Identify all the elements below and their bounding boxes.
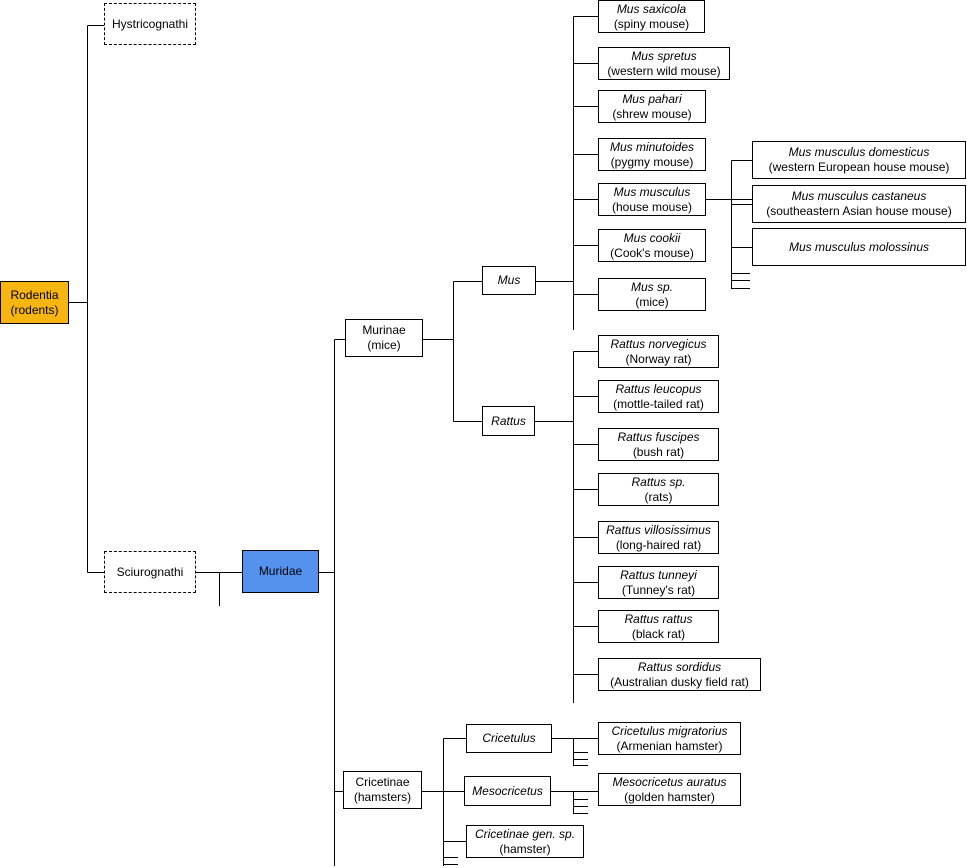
node-mus-cookii[interactable]: Mus cookii (Cook's mouse)	[598, 229, 706, 262]
node-murinae-common: (mice)	[367, 338, 401, 352]
node-rattus-sp[interactable]: Rattus sp. (rats)	[598, 473, 719, 506]
node-mus-pahari-name: Mus pahari	[622, 91, 682, 106]
node-rattus-villosissimus[interactable]: Rattus villosissimus (long-haired rat)	[598, 521, 719, 554]
node-mus-sp-common: (mice)	[635, 294, 669, 309]
node-cricetulus-migratorius[interactable]: Cricetulus migratorius (Armenian hamster…	[598, 722, 741, 755]
node-mus-musculus[interactable]: Mus musculus (house mouse)	[598, 183, 706, 216]
node-mus-sp-name: Mus sp.	[630, 279, 673, 294]
node-mus-saxicola[interactable]: Mus saxicola (spiny mouse)	[598, 0, 705, 33]
node-rattus-tunneyi[interactable]: Rattus tunneyi (Tunney's rat)	[598, 566, 719, 599]
node-rattus-norvegicus-common: (Norway rat)	[625, 351, 692, 366]
node-mesocricetus-auratus[interactable]: Mesocricetus auratus (golden hamster)	[598, 773, 741, 806]
node-cricetinae-gen-sp-name: Cricetinae gen. sp.	[474, 826, 576, 841]
node-rodentia[interactable]: Rodentia (rodents)	[0, 281, 69, 324]
node-mus-pahari-common: (shrew mouse)	[612, 106, 692, 121]
node-rattus-fuscipes[interactable]: Rattus fuscipes (bush rat)	[598, 428, 719, 461]
node-mesocricetus-auratus-common: (golden hamster)	[624, 789, 715, 804]
node-mus-spretus-common: (western wild mouse)	[607, 63, 721, 78]
node-rattus-villosissimus-name: Rattus villosissimus	[606, 522, 711, 537]
node-rattus-sp-name: Rattus sp.	[631, 474, 686, 489]
node-mus-minutoides-common: (pygmy mouse)	[610, 154, 694, 169]
node-rattus-rattus[interactable]: Rattus rattus (black rat)	[598, 610, 719, 643]
node-rattus-tunneyi-common: (Tunney's rat)	[621, 582, 696, 597]
node-mus-musculus-castaneus-name: Mus musculus castaneus	[791, 189, 927, 203]
node-cricetinae-gen-sp-common: (hamster)	[499, 841, 551, 856]
node-cricetinae-name: Cricetinae	[355, 775, 410, 789]
node-rattus[interactable]: Rattus	[482, 406, 535, 436]
node-mus-saxicola-common: (spiny mouse)	[613, 16, 690, 31]
node-mus-musculus-domesticus-common: (western European house mouse)	[768, 160, 950, 174]
node-muridae-name: Muridae	[258, 564, 303, 578]
node-rattus-fuscipes-name: Rattus fuscipes	[617, 429, 700, 444]
node-mus[interactable]: Mus	[482, 266, 536, 295]
node-rattus-tunneyi-name: Rattus tunneyi	[620, 567, 697, 582]
node-rattus-leucopus[interactable]: Rattus leucopus (mottle-tailed rat)	[598, 380, 719, 413]
node-mus-musculus-molossinus[interactable]: Mus musculus molossinus	[752, 228, 966, 266]
node-cricetulus-migratorius-common: (Armenian hamster)	[616, 738, 723, 753]
node-sciurognathi-name: Sciurognathi	[116, 564, 184, 579]
node-mesocricetus[interactable]: Mesocricetus	[464, 776, 551, 806]
node-mus-musculus-domesticus[interactable]: Mus musculus domesticus (western Europea…	[752, 141, 966, 179]
node-mus-spretus[interactable]: Mus spretus (western wild mouse)	[598, 47, 730, 80]
node-rattus-sordidus-name: Rattus sordidus	[637, 659, 722, 674]
node-mus-pahari[interactable]: Mus pahari (shrew mouse)	[598, 90, 706, 123]
node-murinae-name: Murinae	[362, 323, 406, 337]
node-cricetinae[interactable]: Cricetinae (hamsters)	[343, 771, 422, 809]
node-muridae[interactable]: Muridae	[242, 550, 319, 593]
node-mus-cookii-common: (Cook's mouse)	[610, 245, 694, 260]
node-rattus-norvegicus-name: Rattus norvegicus	[610, 336, 707, 351]
node-cricetulus-name: Cricetulus	[482, 731, 536, 745]
node-hystricognathi-name: Hystricognathi	[111, 16, 189, 31]
node-mus-musculus-molossinus-name: Mus musculus molossinus	[788, 239, 930, 254]
node-rattus-norvegicus[interactable]: Rattus norvegicus (Norway rat)	[598, 335, 719, 368]
node-rattus-rattus-name: Rattus rattus	[624, 611, 693, 626]
node-rattus-sp-common: (rats)	[644, 489, 673, 504]
node-rattus-name: Rattus	[491, 413, 526, 428]
node-mus-sp[interactable]: Mus sp. (mice)	[598, 278, 706, 311]
node-rattus-leucopus-name: Rattus leucopus	[615, 381, 702, 396]
node-mus-musculus-castaneus-common: (southeastern Asian house mouse)	[766, 204, 952, 218]
node-mus-musculus-name: Mus musculus	[613, 184, 691, 199]
node-rattus-villosissimus-common: (long-haired rat)	[615, 537, 702, 552]
node-murinae[interactable]: Murinae (mice)	[345, 319, 423, 357]
node-rodentia-common: (rodents)	[10, 302, 59, 317]
node-mus-minutoides[interactable]: Mus minutoides (pygmy mouse)	[598, 138, 706, 171]
node-mus-musculus-domesticus-name: Mus musculus domesticus	[788, 145, 930, 159]
node-mus-saxicola-name: Mus saxicola	[616, 1, 687, 16]
node-mesocricetus-name: Mesocricetus	[472, 783, 543, 798]
node-mesocricetus-auratus-name: Mesocricetus auratus	[612, 774, 727, 789]
node-hystricognathi[interactable]: Hystricognathi	[104, 3, 196, 45]
node-sciurognathi[interactable]: Sciurognathi	[104, 551, 196, 593]
node-rattus-sordidus[interactable]: Rattus sordidus (Australian dusky field …	[598, 658, 761, 691]
node-rattus-fuscipes-common: (bush rat)	[632, 444, 685, 459]
node-rattus-sordidus-common: (Australian dusky field rat)	[610, 674, 749, 689]
node-mus-minutoides-name: Mus minutoides	[609, 139, 695, 154]
node-mus-name: Mus	[497, 273, 521, 287]
node-cricetulus-migratorius-name: Cricetulus migratorius	[611, 723, 728, 738]
node-rattus-leucopus-common: (mottle-tailed rat)	[613, 396, 704, 411]
node-mus-musculus-common: (house mouse)	[611, 199, 693, 214]
node-mus-spretus-name: Mus spretus	[631, 48, 697, 63]
node-cricetinae-common: (hamsters)	[353, 790, 412, 804]
node-mus-cookii-name: Mus cookii	[623, 230, 681, 245]
node-rodentia-name: Rodentia	[10, 287, 59, 302]
node-cricetulus[interactable]: Cricetulus	[466, 724, 552, 753]
node-mus-musculus-castaneus[interactable]: Mus musculus castaneus (southeastern Asi…	[752, 185, 966, 223]
node-rattus-rattus-common: (black rat)	[631, 626, 686, 641]
node-cricetinae-gen-sp[interactable]: Cricetinae gen. sp. (hamster)	[466, 825, 584, 858]
